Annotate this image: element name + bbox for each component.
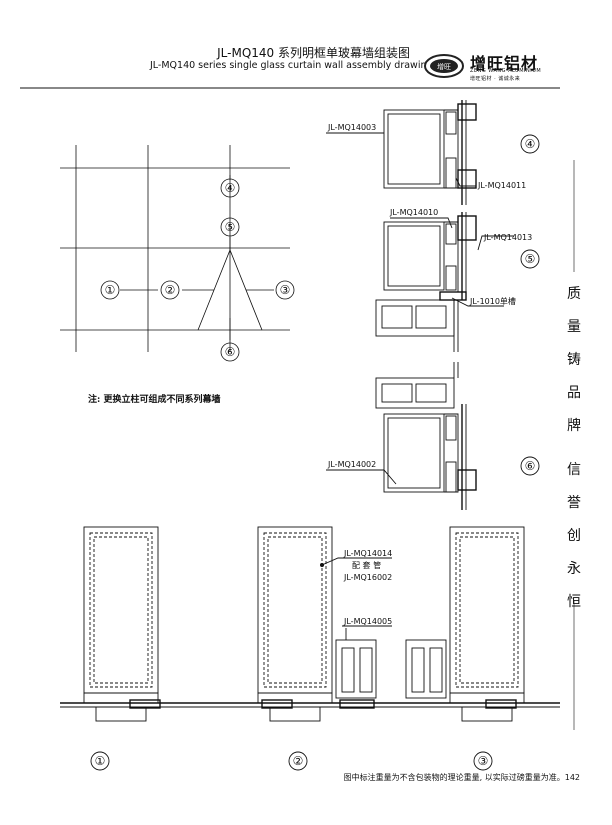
brand-logo: 增旺 [424, 54, 464, 78]
marker-2: ② [165, 283, 176, 297]
slogan-char-8: 创 [567, 528, 581, 544]
page-subtitle: JL-MQ140 series single glass curtain wal… [150, 60, 433, 71]
marker-3: ③ [280, 283, 291, 297]
label-mq16002: JL-MQ16002 [343, 573, 392, 582]
brand-name: 增旺铝材 [470, 54, 539, 73]
label-mq14014: JL-MQ14014 [343, 549, 392, 558]
side-marker-4: ④ [525, 137, 536, 151]
label-mq14013: JL-MQ14013 [483, 233, 532, 242]
label-mq14011: JL-MQ14011 [477, 181, 526, 190]
page-title: JL-MQ140 系列明框单玻幕墙组装图 [217, 46, 410, 60]
footer-note: 图中标注重量为不含包装物的理论重量, 以实际过磅重量为准。142 [343, 773, 580, 782]
marker-1: ① [105, 283, 116, 297]
slogan-char-10: 恒 [567, 594, 581, 610]
slogan-char-2: 量 [567, 319, 581, 335]
marker-6: ⑥ [225, 345, 236, 359]
bottom-marker-2: ② [293, 754, 304, 768]
bottom-marker-1: ① [95, 754, 106, 768]
label-seal: JL-1010单槽 [469, 296, 516, 306]
label-mq14003: JL-MQ14003 [327, 123, 376, 132]
slogan-char-6: 信 [567, 462, 581, 478]
side-marker-6: ⑥ [525, 459, 536, 473]
brand-tagline: 增旺铝材 · 诚诚永来 [470, 76, 521, 82]
side-marker-5: ⑤ [525, 252, 536, 266]
brand-badge: 增旺 [437, 62, 451, 71]
marker-5: ⑤ [225, 220, 236, 234]
label-pair: 配 套 管 [352, 560, 381, 570]
slogan-char-5: 牌 [567, 418, 581, 434]
label-mq14005: JL-MQ14005 [343, 617, 392, 626]
slogan-char-7: 誉 [567, 495, 581, 511]
slogan-char-1: 质 [567, 286, 581, 302]
brand-english: ZENG WANG ALUMINIUM [470, 68, 542, 74]
slogan-char-9: 永 [567, 561, 581, 577]
slogan-char-4: 品 [567, 385, 581, 401]
slogan-char-3: 铸 [567, 352, 581, 368]
label-mq14010: JL-MQ14010 [389, 208, 438, 217]
label-mq14002: JL-MQ14002 [327, 460, 376, 469]
assembly-note: 注: 更换立柱可组成不同系列幕墙 [88, 395, 221, 405]
marker-4: ④ [225, 181, 236, 195]
bottom-marker-3: ③ [478, 754, 489, 768]
